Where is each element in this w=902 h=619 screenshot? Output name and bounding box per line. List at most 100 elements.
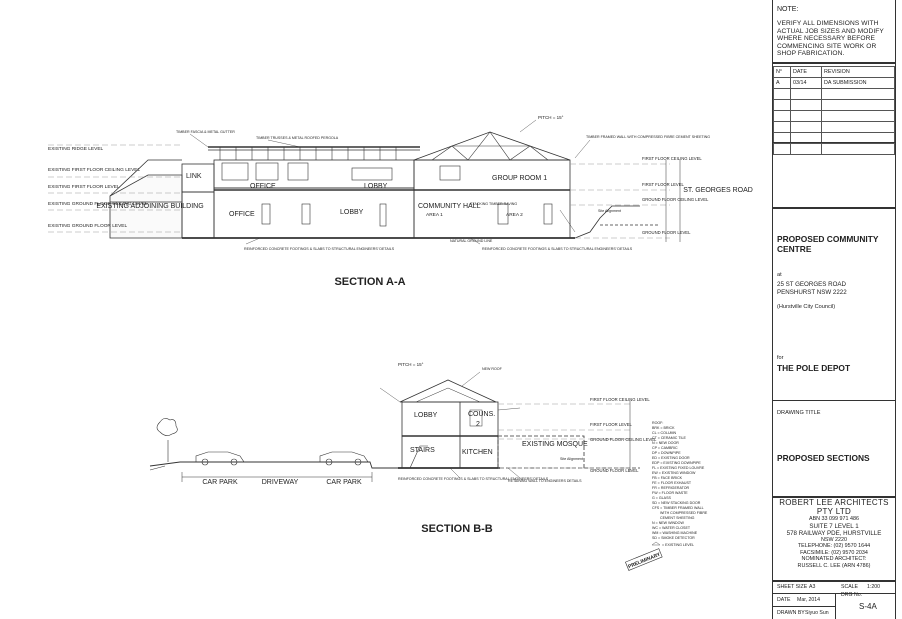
legend-4: N = NEW DOOR (652, 441, 679, 445)
pitch-label-aa: PITCH = 15° (538, 115, 564, 120)
section-aa-title: SECTION A-A (334, 276, 405, 288)
revision-row (773, 143, 895, 155)
legend-22: WM = WASHING MACHINE (652, 531, 698, 535)
room-area2: AREA 2 (506, 212, 523, 218)
divider-meta (773, 580, 895, 582)
council: (Hurstville City Council) (777, 304, 836, 310)
meta-vdivider (835, 593, 836, 619)
car-park-1: CAR PARK (202, 479, 238, 486)
revision-row (773, 99, 895, 111)
sheet-size-label: SHEET SIZE (777, 584, 808, 590)
room-community-hall: COMMUNITY HALL (418, 203, 481, 210)
firm-telephone: TELEPHONE: (02) 9570 1644 (797, 543, 871, 550)
legend-5: CP = CAMBRIC (652, 446, 678, 450)
note-natural-ground: NATURAL GROUND LINE (450, 239, 493, 243)
note-retaining-wall: RETAINING WALL TO ENGINEERS DETAILS (508, 479, 582, 483)
room-group: GROUP ROOM 1 (492, 175, 547, 182)
legend-14: FW = FLOOR WASTE (652, 491, 688, 495)
client-name: THE POLE DEPOT (777, 363, 851, 373)
for-label: for (777, 355, 784, 361)
date-label: DATE (777, 597, 791, 603)
legend-17: CFS = TIMBER FRAMED WALL (652, 506, 704, 510)
sheet-size: A3 (809, 584, 816, 590)
revision-row (773, 88, 895, 100)
revision-row (773, 121, 895, 133)
divider-note (773, 62, 895, 64)
existing-level-symbol (651, 541, 661, 546)
level-right-first-floor-ceiling: FIRST FLOOR CEILING LEVEL (642, 156, 702, 161)
note-reinforced-left: REINFORCED CONCRETE FOOTINGS & SLABS TO … (244, 247, 395, 251)
drawn-by-label: DRAWN BY (777, 610, 805, 616)
level-right-ground: GROUND FLOOR LEVEL (642, 230, 691, 235)
legend-23: SD = SMOKE DETECTOR (652, 536, 695, 540)
note-timber-trusses: TIMBER TRUSSES & METAL ROOFED PERGOLA (256, 136, 339, 140)
note-reinforced-right: REINFORCED CONCRETE FOOTINGS & SLABS TO … (482, 247, 633, 251)
legend-21: WC = WATER CLOSET (652, 526, 691, 530)
room-area1: AREA 1 (426, 212, 443, 218)
address-line-2: PENSHURST NSW 2222 (777, 289, 847, 296)
revision-row: A 03/14 DA SUBMISSION (773, 77, 895, 89)
legend-1: BRK = BRICK (652, 426, 675, 430)
legend-11: FB = FACE BRICK (652, 476, 683, 480)
legend: ROOF: BRK = BRICK CL = COLUMN CT = CERAM… (652, 421, 708, 540)
drawing-number: S-4A (859, 602, 877, 611)
section-aa-drawing (48, 119, 681, 245)
legend-15: G = GLASS (652, 496, 671, 500)
drawing-title: PROPOSED SECTIONS (777, 453, 870, 463)
divider-project (773, 207, 895, 209)
rev-header-no: N° (773, 66, 791, 78)
section-bb-drawing (149, 371, 640, 482)
firm-suite: SUITE 7 LEVEL 1 (809, 522, 859, 530)
firm-nsw: NSW 2220 (820, 536, 848, 543)
existing-adjoining-building-text: EXISTING ADJOINING BUILDING (96, 203, 203, 210)
driveway: DRIVEWAY (262, 479, 299, 486)
section-bb-labels: PITCH = 15° LOBBY COUNS. 2 STAIRS KITCHE… (202, 362, 708, 571)
note-timber-framed-wall: TIMBER FRAMED WALL WITH COMPRESSED FIBRE… (586, 135, 710, 139)
note-heading: NOTE: (777, 6, 799, 13)
road-label: ST. GEORGES ROAD (683, 187, 753, 194)
legend-12: FE = FLOOR EXHAUST (652, 481, 692, 485)
room-office-lower: OFFICE (229, 211, 255, 218)
firm-nominated: NOMINATED ARCHITECT: (801, 556, 867, 563)
legend-10: EW = EXISTING WINDOW (652, 471, 696, 475)
level-existing-ridge: EXISTING RIDGE LEVEL (48, 146, 104, 152)
note-new-roof: NEW ROOF (482, 367, 503, 371)
dwg-no-label: DRG No. (841, 592, 863, 598)
room-link: LINK (186, 173, 202, 180)
level-right-ground-ceiling: GROUND FLOOR CEILING LEVEL (642, 197, 709, 202)
room-lobby-upper: LOBBY (364, 183, 388, 190)
legend-19: CEMENT SHEETING (660, 516, 695, 520)
address-line-1: 25 ST GEORGES ROAD (777, 281, 846, 288)
level-existing-first-floor: EXISTING FIRST FLOOR LEVEL (48, 184, 120, 190)
existing-level-key: = EXISTING LEVEL (662, 543, 694, 547)
divider-client (773, 400, 895, 401)
level-bb-first-floor: FIRST FLOOR LEVEL (590, 422, 632, 427)
legend-13: FR = REFRIGERATOR (652, 486, 690, 490)
note-site-alignment-aa: Site Alignment (598, 209, 621, 213)
legend-0: ROOF: (652, 421, 663, 425)
note-stacking-timber: STACKING TIMBER RAVING (470, 202, 517, 206)
existing-mosque: EXISTING MOSQUE (522, 441, 588, 448)
level-existing-first-floor-ceiling-text: EXISTING FIRST FLOOR CEILING LEVEL (48, 167, 140, 173)
legend-9: FL = EXISTING FIXED LOUVRE (652, 466, 705, 470)
level-existing-first-floor-ceiling: EXISTING FIRST FLOOR CEILING LEVEL (48, 167, 140, 173)
note-reinforced-bb: REINFORCED CONCRETE FOOTINGS & SLABS TO … (398, 477, 549, 481)
firm-street: 578 RAILWAY PDE, HURSTVILLE (786, 529, 882, 537)
level-bb-ground-ceiling: GROUND FLOOR CEILING LEVEL (590, 437, 657, 442)
divider-meta-2 (773, 593, 895, 594)
section-bb-title: SECTION B-B (421, 523, 493, 535)
scale-label: SCALE (841, 584, 859, 590)
firm-facsimile: FACSIMILE: (02) 9570 2034 (800, 549, 868, 556)
legend-7: ED = EXISTING DOOR (652, 456, 690, 460)
preliminary-stamp: PRELIMINARY (625, 548, 663, 571)
date: Mar, 2014 (797, 597, 821, 603)
level-bb-first-floor-ceiling: FIRST FLOOR CEILING LEVEL (590, 397, 650, 402)
note-site-alignment-bb: Site Alignment (560, 457, 583, 461)
rev-header-date: DATE (790, 66, 822, 78)
firm-abn: ABN 33 099 971 486 (808, 516, 860, 522)
scale: 1:200 (867, 584, 880, 590)
legend-16: SD = NEW STACKING DOOR (652, 501, 701, 505)
title-block: NOTE: VERIFY ALL DIMENSIONS WITH ACTUAL … (772, 0, 896, 619)
drawing-title-label: DRAWING TITLE (777, 410, 821, 416)
at-label: at (777, 272, 782, 278)
